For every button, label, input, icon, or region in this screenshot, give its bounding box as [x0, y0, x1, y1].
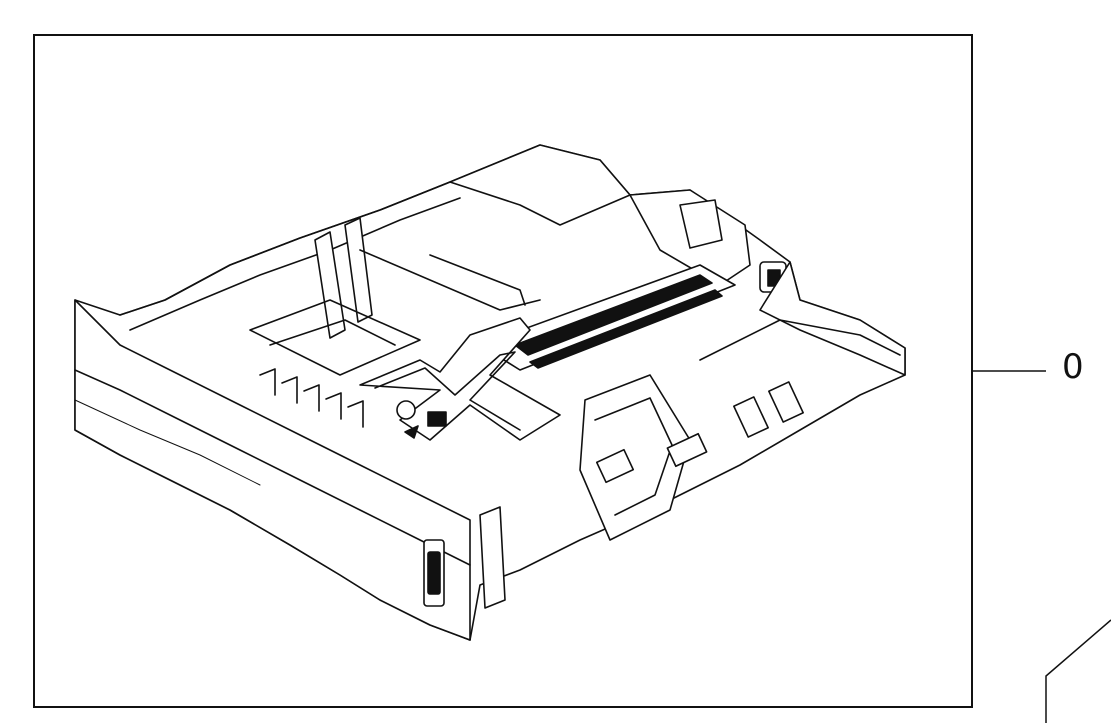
roller-pad-lower: [529, 289, 723, 369]
paper-tray: [74, 144, 906, 641]
rear-guide-tab: [679, 199, 723, 249]
callout-number: 0: [1062, 347, 1084, 387]
right-wall-rim: [699, 319, 901, 361]
floor-channel-2: [429, 254, 526, 306]
right-latch-block: [733, 396, 769, 438]
floor-channel-4: [269, 319, 396, 346]
tray-front-panel: [74, 299, 471, 641]
roller-pad: [514, 274, 713, 356]
side-guide-latch-2: [666, 432, 708, 468]
side-guide-detail: [594, 397, 673, 516]
left-wall-inner: [129, 197, 461, 331]
corner-post: [479, 506, 506, 609]
floor-x-plate-inner: [374, 351, 521, 431]
floor-channel-1: [359, 249, 541, 311]
left-guide-post-2: [344, 217, 373, 323]
floor-lock-icon: [427, 411, 447, 427]
right-wall: [759, 261, 906, 376]
front-panel-seam: [74, 369, 471, 566]
left-guide-post: [314, 231, 346, 339]
floor-x-plate: [359, 317, 561, 441]
adjacent-part-outline: [1045, 619, 1111, 723]
right-latch-block-2: [768, 381, 804, 423]
front-panel-seam-lower: [74, 399, 261, 486]
floor-channel-3: [249, 299, 421, 376]
side-guide-latch: [595, 448, 635, 484]
floor-arrow-icon: [404, 425, 419, 439]
side-paper-guide: [579, 374, 691, 541]
front-handle-inner: [427, 551, 441, 595]
left-wall-rim: [119, 181, 451, 316]
front-rib-row: [259, 368, 364, 428]
floor-round-button: [396, 400, 416, 420]
